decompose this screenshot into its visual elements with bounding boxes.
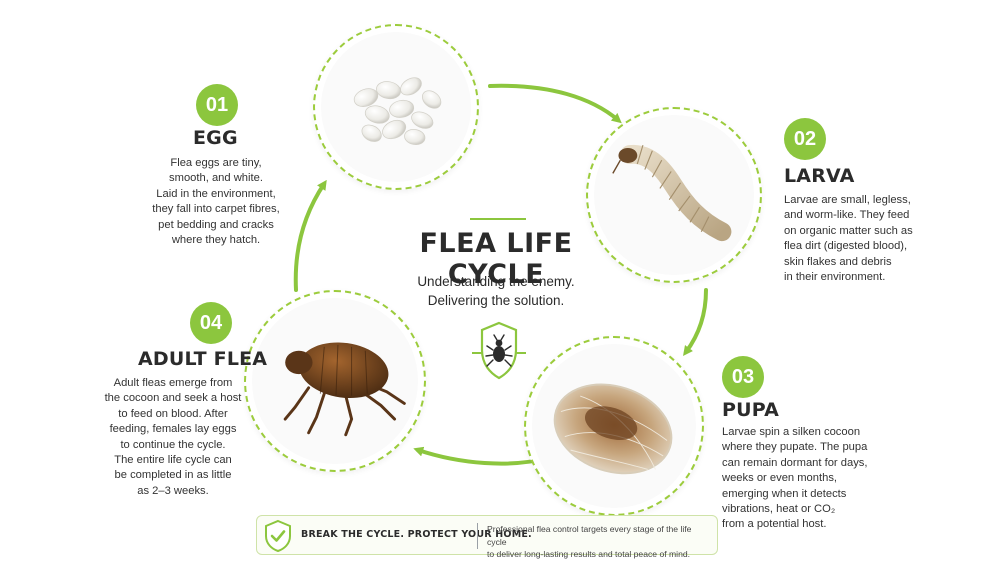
stage-title-pupa: PUPA <box>722 399 780 421</box>
stage-desc-adult-flea: Adult fleas emerge from the cocoon and s… <box>104 377 242 497</box>
stage-title-adult-flea: ADULT FLEA <box>138 348 268 370</box>
pupa-photo <box>524 336 704 516</box>
arrow-larva-to-pupa <box>683 288 708 357</box>
banner-divider <box>477 523 478 549</box>
shield-check-icon <box>265 519 291 553</box>
title-accent-line <box>470 218 526 220</box>
stage-number-badge: 03 <box>722 356 764 398</box>
bottom-banner: BREAK THE CYCLE. PROTECT YOUR HOME. Prof… <box>256 515 718 559</box>
stage-number-badge: 01 <box>196 84 238 126</box>
larva-photo <box>586 107 762 283</box>
page-subtitle: Understanding the enemy. Delivering the … <box>417 274 575 308</box>
arrow-egg-to-larva <box>488 83 622 124</box>
shield-accent-line-right <box>512 352 526 354</box>
arrow-adult-to-egg <box>293 179 327 292</box>
stage-desc-egg: Flea eggs are tiny, smooth, and white. L… <box>152 157 280 247</box>
shield-flea-icon <box>480 321 518 380</box>
stage-desc-pupa: Larvae spin a silken cocoon where they p… <box>722 426 868 531</box>
shield-accent-line-left <box>472 352 486 354</box>
adult-flea-icon <box>283 342 406 437</box>
stage-title-larva: LARVA <box>784 165 855 187</box>
stage-desc-larva: Larvae are small, legless, and worm-like… <box>784 194 913 284</box>
stage-number-badge: 04 <box>190 302 232 344</box>
stage-number-badge: 02 <box>784 118 826 160</box>
larva-icon <box>612 144 732 242</box>
pupa-cocoon-icon <box>553 383 673 475</box>
stage-title-egg: EGG <box>193 127 238 149</box>
adult-flea-photo <box>244 290 426 472</box>
egg-cluster-icon <box>353 77 442 145</box>
page-title: FLEA LIFE CYCLE <box>419 228 573 290</box>
egg-photo <box>313 24 479 190</box>
banner-text: Professional flea control targets every … <box>487 524 692 559</box>
banner-title: BREAK THE CYCLE. PROTECT YOUR HOME. <box>301 529 532 540</box>
